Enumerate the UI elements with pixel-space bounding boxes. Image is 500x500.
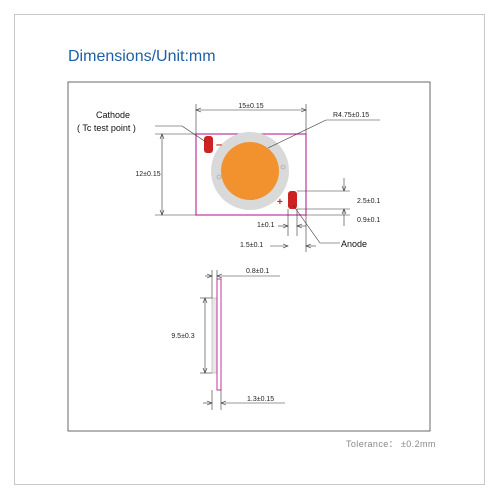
pad-height-dimension [297, 178, 350, 222]
side-view [211, 278, 222, 391]
emitter-area [221, 142, 279, 200]
mark-dot [216, 174, 222, 180]
plus-sign: + [277, 197, 283, 208]
anode-leader [292, 204, 340, 244]
width-dimension [195, 104, 307, 134]
total-thickness-dimension [203, 390, 285, 410]
pad-distance-dimension [270, 215, 316, 252]
pad-gap-dimension [278, 209, 306, 236]
side-substrate [216, 278, 222, 391]
minus-sign: – [216, 139, 222, 151]
radius-leader [267, 119, 380, 149]
total-thickness-label: 1.3±0.15 [247, 396, 274, 403]
width-label: 15±0.15 [238, 103, 263, 110]
mark-dot [280, 164, 286, 170]
cathode-label: Cathode [96, 110, 130, 120]
anode-label: Anode [341, 239, 367, 249]
drawing-frame [67, 81, 431, 432]
top-view: – + [195, 132, 307, 216]
pad-offset-dimension [306, 214, 350, 226]
page-title: Dimensions/Unit:mm [68, 48, 216, 65]
cathode-pad [204, 136, 213, 153]
pad-height-label: 2.5±0.1 [357, 198, 380, 205]
pad-gap-label: 1±0.1 [257, 222, 275, 229]
height-label: 12±0.15 [135, 171, 160, 178]
tc-test-point-label: ( Tc test point ) [77, 123, 136, 133]
side-height-label: 9.5±0.3 [171, 333, 194, 340]
pad-offset-label: 0.9±0.1 [357, 217, 380, 224]
height-dimension [155, 133, 196, 216]
side-lens [211, 297, 218, 374]
pad-distance-label: 1.5±0.1 [240, 242, 263, 249]
tolerance-note: Tolerance： ±0.2mm [346, 439, 436, 449]
page-frame [14, 14, 485, 485]
side-height-dimension [200, 297, 212, 374]
thickness-label: 0.8±0.1 [246, 268, 269, 275]
anode-pad [288, 191, 297, 209]
thickness-dimension [205, 270, 280, 298]
cathode-leader [155, 125, 207, 143]
radius-label: R4.75±0.15 [333, 112, 369, 119]
